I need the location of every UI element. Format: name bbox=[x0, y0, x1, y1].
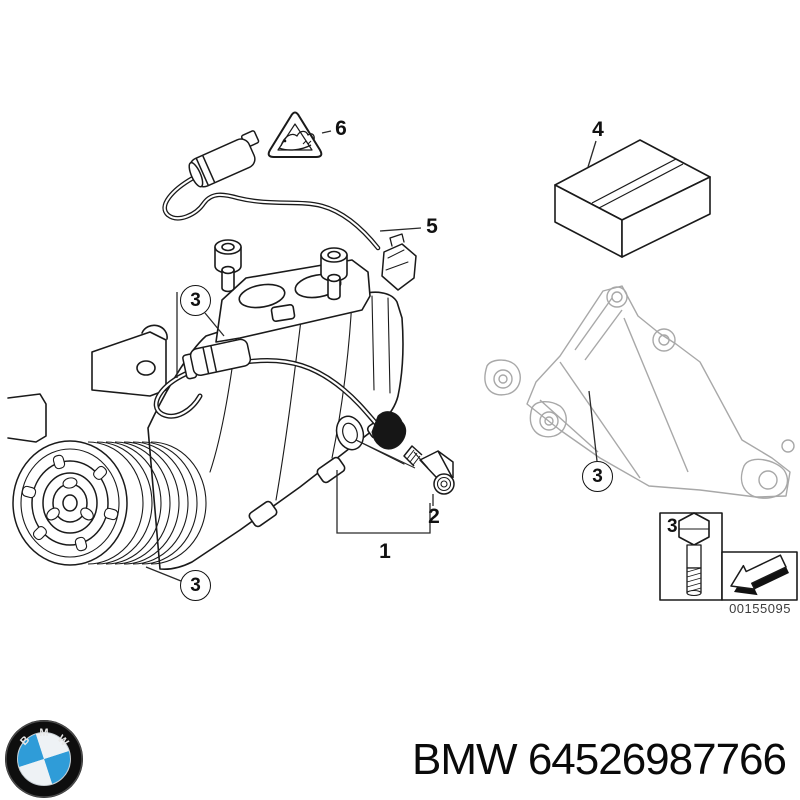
callout-3-bottom-label: 3 bbox=[190, 574, 201, 596]
image-id: 00155095 bbox=[729, 601, 791, 616]
mounting-bracket-illustration bbox=[484, 285, 795, 499]
pulley bbox=[12, 440, 207, 566]
sealing-plug bbox=[403, 445, 455, 495]
warning-triangle-icon bbox=[267, 111, 323, 158]
part-number-title: BMW 64526987766 bbox=[412, 735, 787, 785]
part-number: 64526987766 bbox=[527, 735, 787, 784]
bolt-box-label: 3 bbox=[667, 516, 678, 537]
callout-1: 1 bbox=[379, 540, 391, 563]
callout-4: 4 bbox=[592, 118, 604, 141]
arrow-icon bbox=[730, 554, 787, 590]
bmw-logo-quarters bbox=[18, 733, 70, 785]
callout-3-top: 3 bbox=[180, 285, 211, 316]
callout-3-bracket-label: 3 bbox=[592, 465, 603, 487]
parts-box bbox=[554, 139, 711, 258]
bmw-logo-letter-m: M bbox=[39, 727, 48, 739]
leader-lines bbox=[145, 130, 598, 582]
bmw-logo: B M W bbox=[5, 720, 83, 798]
callout-2: 2 bbox=[428, 505, 440, 528]
callout-6: 6 bbox=[335, 117, 347, 140]
callout-3-bracket: 3 bbox=[582, 461, 613, 492]
body-fitting-and-tube bbox=[153, 338, 407, 465]
brand-name: BMW bbox=[412, 735, 518, 784]
callout-5: 5 bbox=[426, 215, 438, 238]
callout-3-top-label: 3 bbox=[190, 289, 201, 311]
callout-3-bottom: 3 bbox=[180, 570, 211, 601]
arrow-inset-box bbox=[721, 551, 798, 601]
wiring-harness bbox=[162, 130, 417, 291]
bolt-inset-box bbox=[659, 512, 723, 601]
